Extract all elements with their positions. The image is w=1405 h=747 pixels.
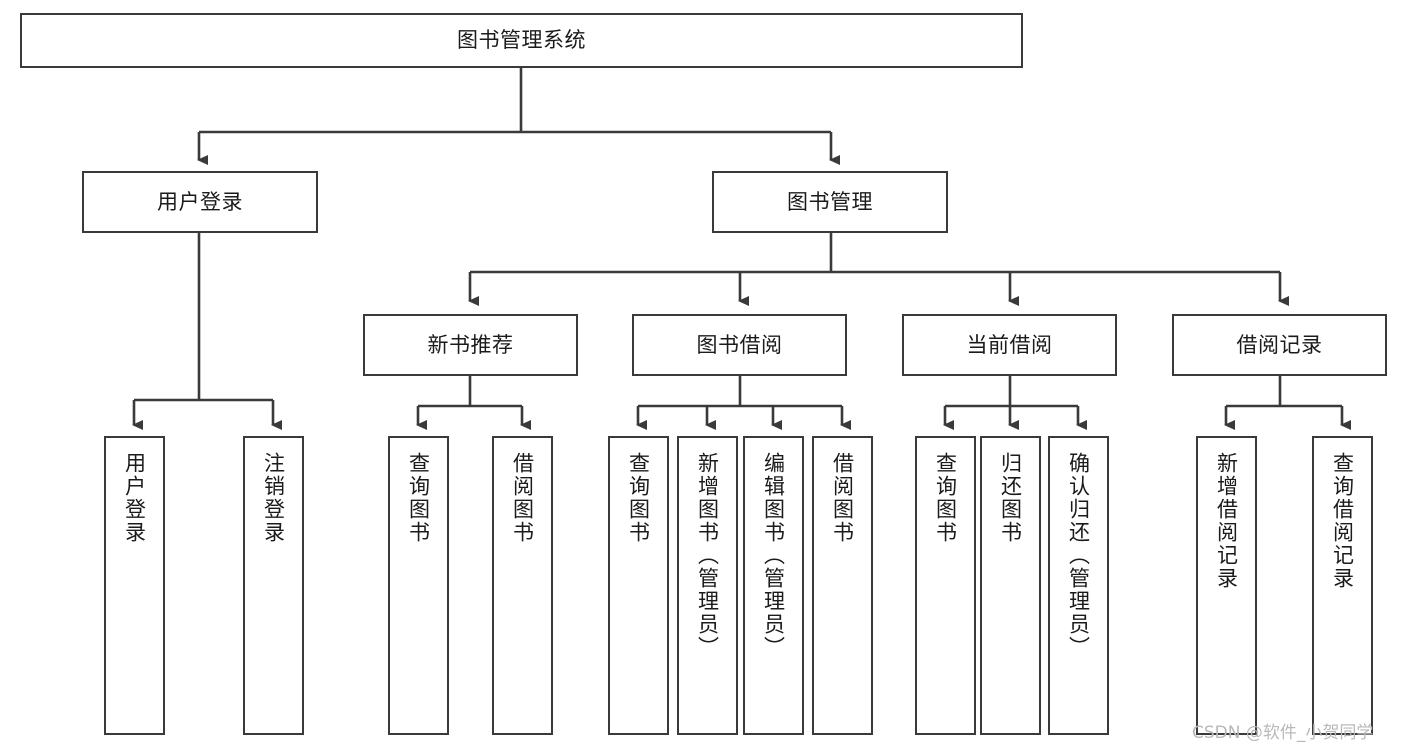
node-label: 新增借阅记录 (1214, 452, 1239, 590)
node-label: 查询图书 (626, 452, 651, 544)
node-leaf-query-book-new[interactable]: 查询图书 (388, 436, 449, 735)
node-leaf-add-book-admin[interactable]: 新增图书（管理员） (677, 436, 738, 735)
node-new-book-recommendation[interactable]: 新书推荐 (363, 314, 578, 376)
node-label: 借阅图书 (510, 452, 535, 544)
node-book-management[interactable]: 图书管理 (712, 171, 948, 233)
node-book-borrowing[interactable]: 图书借阅 (632, 314, 847, 376)
node-leaf-query-borrow-record[interactable]: 查询借阅记录 (1312, 436, 1373, 735)
node-leaf-edit-book-admin[interactable]: 编辑图书（管理员） (743, 436, 804, 735)
node-leaf-user-login[interactable]: 用户登录 (104, 436, 165, 735)
node-label: 注销登录 (261, 452, 286, 544)
node-label: 查询借阅记录 (1330, 452, 1355, 590)
node-label: 查询图书 (406, 452, 431, 544)
node-leaf-confirm-return-admin[interactable]: 确认归还（管理员） (1048, 436, 1109, 735)
node-leaf-add-borrow-record[interactable]: 新增借阅记录 (1196, 436, 1257, 735)
node-label: 借阅记录 (1236, 332, 1323, 357)
node-leaf-logout[interactable]: 注销登录 (243, 436, 304, 735)
node-label: 确认归还（管理员） (1066, 452, 1091, 659)
node-label: 归还图书 (998, 452, 1023, 544)
node-label: 查询图书 (933, 452, 958, 544)
node-current-borrowing[interactable]: 当前借阅 (902, 314, 1117, 376)
node-root-book-management-system[interactable]: 图书管理系统 (20, 13, 1023, 68)
node-label: 用户登录 (157, 189, 243, 214)
node-label: 新书推荐 (427, 332, 514, 357)
node-leaf-borrow-book[interactable]: 借阅图书 (812, 436, 873, 735)
node-label: 图书借阅 (696, 332, 783, 357)
node-label: 图书管理系统 (457, 28, 586, 53)
node-leaf-return-book[interactable]: 归还图书 (980, 436, 1041, 735)
node-label: 借阅图书 (830, 452, 855, 544)
node-label: 当前借阅 (966, 332, 1053, 357)
node-borrow-records[interactable]: 借阅记录 (1172, 314, 1387, 376)
node-label: 用户登录 (122, 452, 147, 544)
node-leaf-borrow-book-new[interactable]: 借阅图书 (492, 436, 553, 735)
node-label: 新增图书（管理员） (695, 452, 720, 659)
node-user-login[interactable]: 用户登录 (82, 171, 318, 233)
node-leaf-query-book-borrow[interactable]: 查询图书 (608, 436, 669, 735)
node-leaf-query-book-current[interactable]: 查询图书 (915, 436, 976, 735)
node-label: 图书管理 (787, 189, 873, 214)
node-label: 编辑图书（管理员） (761, 452, 786, 659)
watermark-text: CSDN @软件_小贺同学 (1192, 723, 1374, 743)
